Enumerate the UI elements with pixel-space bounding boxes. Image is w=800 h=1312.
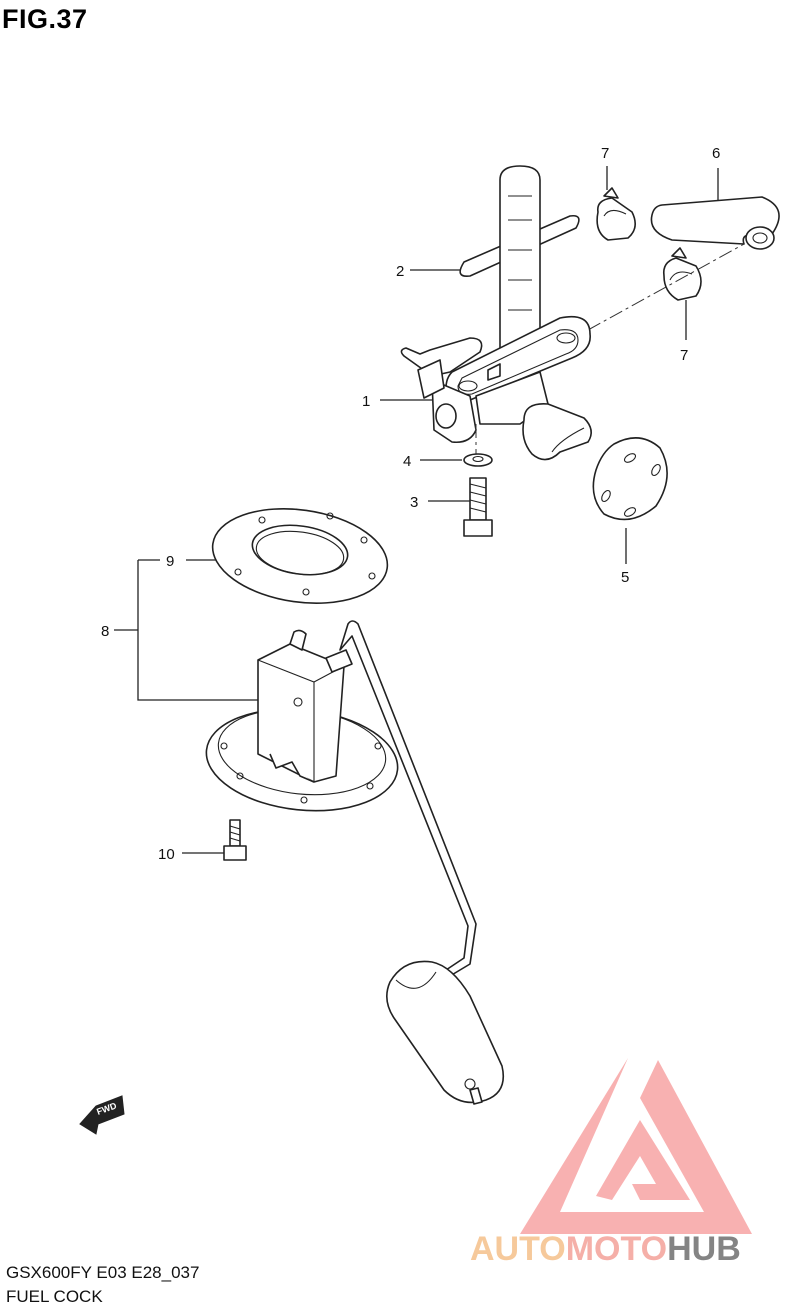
hose-clamp-upper-part [596, 166, 636, 241]
watermark-moto: MOTO [566, 1230, 667, 1268]
fuel-gauge-assembly-part [205, 620, 505, 1105]
callout-7-upper: 7 [601, 145, 609, 162]
callout-3: 3 [410, 494, 418, 511]
footer-section-name: FUEL COCK [6, 1287, 103, 1306]
svg-text:AUTOMOTOHUB: AUTOMOTOHUB [470, 1230, 741, 1268]
screw-part [182, 819, 247, 861]
fuel-hose-part [650, 168, 780, 250]
callout-6: 6 [712, 145, 720, 162]
callout-5: 5 [621, 569, 629, 586]
footer-model-code: GSX600FY E03 E28_037 [6, 1263, 200, 1282]
fuel-cock-body-part [380, 165, 592, 461]
fuel-cock-gasket-part [410, 214, 580, 278]
forward-arrow-icon: FWD [79, 1095, 125, 1135]
figure-title: FIG.37 [2, 4, 88, 34]
callout-4: 4 [403, 453, 411, 470]
automotohub-watermark-logo: AUTOMOTOHUB [470, 1058, 752, 1268]
callout-1: 1 [362, 393, 370, 410]
cover-plate-part [592, 437, 668, 564]
callout-2: 2 [396, 263, 404, 280]
callout-7-lower: 7 [680, 347, 688, 364]
callout-9: 9 [166, 553, 174, 570]
fuel-gauge-gasket-part [186, 508, 389, 604]
watermark-hub: HUB [667, 1230, 741, 1268]
callout-labels: 1 2 3 4 5 6 7 7 8 9 10 [101, 145, 720, 863]
hose-clamp-lower-part [662, 247, 702, 340]
mounting-bolt-part [428, 477, 493, 537]
callout-8: 8 [101, 623, 109, 640]
callout-10: 10 [158, 846, 175, 863]
washer-part [420, 453, 493, 467]
watermark-auto: AUTO [470, 1230, 566, 1268]
